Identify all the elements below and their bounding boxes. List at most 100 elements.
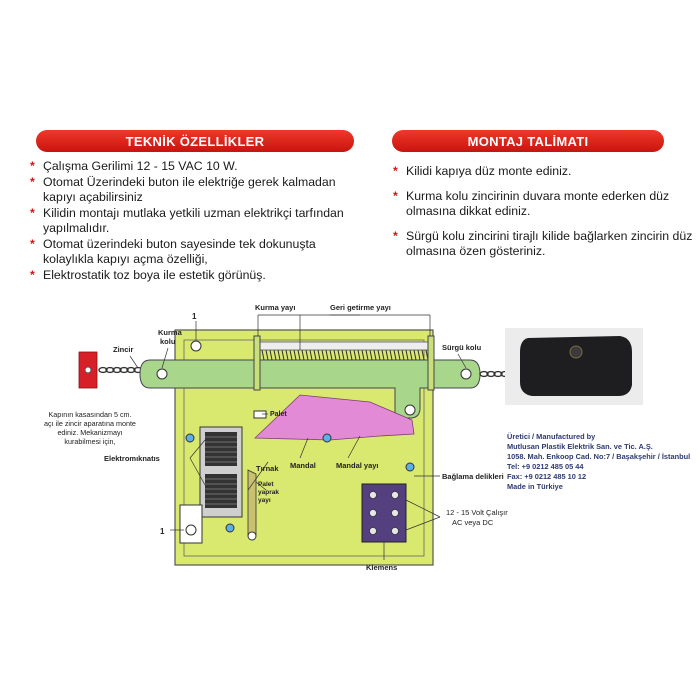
mounting-hole	[322, 433, 332, 443]
mounting-instructions-list: *Kilidi kapıya düz monte ediniz. *Kurma …	[393, 164, 693, 269]
manufacturer-line: Tel: +9 0212 485 05 44	[507, 462, 584, 471]
label-palet: Palet	[270, 411, 287, 418]
spring-coil	[301, 349, 305, 361]
bracket-hole	[84, 366, 92, 374]
spring-coil	[405, 349, 409, 361]
spring-coil	[345, 349, 349, 361]
asterisk-icon: *	[30, 268, 35, 282]
list-item: *Çalışma Gerilimi 12 - 15 VAC 10 W.	[30, 159, 238, 173]
spring-coil	[365, 349, 369, 361]
spring-coil	[297, 349, 301, 361]
list-item: *Kurma kolu zincirinin duvara monte eder…	[393, 189, 670, 218]
technical-specs-title: TEKNİK ÖZELLİKLER	[125, 133, 265, 149]
spring-coil	[321, 349, 325, 361]
terminal-block	[361, 483, 407, 543]
spring-coil	[397, 349, 401, 361]
label-volt-1: 12 - 15 Volt Çalışır	[446, 508, 508, 517]
list-item: *Otomat üzerindeki buton sayesinde tek d…	[30, 237, 316, 266]
spring-coil	[269, 349, 273, 361]
spring-coil	[401, 349, 405, 361]
spring-coil	[341, 349, 345, 361]
terminal-screws	[369, 491, 399, 535]
right-chain	[479, 370, 510, 378]
lever-pivot-3	[404, 404, 416, 416]
spring-coil	[277, 349, 281, 361]
manufacturer-line: Made in Türkiye	[507, 482, 563, 491]
spring-end-left	[253, 335, 261, 391]
list-item: *Otomat Üzerindeki buton ile elektriğe g…	[30, 175, 336, 204]
spring-coil	[273, 349, 277, 361]
spring-coil	[265, 349, 269, 361]
list-item: *Kilidi kapıya düz monte ediniz.	[393, 164, 572, 178]
manufacturer-line: Mutlusan Plastik Elektrik San. ve Tic. A…	[507, 442, 653, 451]
spring-coil	[421, 349, 425, 361]
spring-coil	[357, 349, 361, 361]
mounting-hole	[405, 462, 415, 472]
spring-coil	[369, 349, 373, 361]
lever-pivot	[156, 368, 168, 380]
label-surgu-kolu: Sürgü kolu	[442, 343, 482, 352]
spring-coil	[293, 349, 297, 361]
screw-hole	[185, 524, 197, 536]
label-geri-getirme-yayi: Geri getirme yayı	[330, 303, 391, 312]
manufacturer-info: Üretici / Manufactured by Mutlusan Plast…	[507, 432, 697, 492]
label-kurma-yayi: Kurma yayı	[255, 303, 295, 312]
manufacturer-line: 1058. Mah. Enkoop Cad. No:7 / Başakşehir…	[507, 452, 691, 461]
mounting-hole	[185, 433, 195, 443]
manufacturer-line: Üretici / Manufactured by	[507, 432, 596, 441]
list-item: *Elektrostatik toz boya ile estetik görü…	[30, 268, 266, 282]
spring-coil	[285, 349, 289, 361]
label-one-bottom: 1	[160, 527, 165, 536]
label-klemens: Klemens	[366, 563, 397, 572]
spring-coil	[289, 349, 293, 361]
label-tirnak: Tırnak	[256, 464, 279, 473]
screw-plate	[179, 504, 203, 544]
spring-end-right	[427, 335, 435, 391]
palet-leaf-spring	[247, 469, 257, 536]
label-volt-2: AC veya DC	[452, 518, 494, 527]
label-elektromiknatis: Elektromıknatıs	[104, 454, 160, 463]
technical-specs-banner: TEKNİK ÖZELLİKLER	[36, 130, 354, 152]
spring-coil	[349, 349, 353, 361]
asterisk-icon: *	[393, 229, 398, 243]
lock-mechanism-diagram: Kurma yayı Geri getirme yayı 1 Kurma kol…	[78, 303, 643, 572]
spring-coils	[261, 349, 429, 361]
asterisk-icon: *	[30, 159, 35, 173]
asterisk-icon: *	[393, 164, 398, 178]
mounting-instructions-banner: MONTAJ TALİMATI	[392, 130, 664, 152]
manufacturer-line: Fax: +9 0212 485 10 12	[507, 472, 587, 481]
latch-mandal	[254, 394, 415, 441]
lever-pivot-2	[460, 368, 472, 380]
asterisk-icon: *	[30, 237, 35, 251]
spring-coil	[413, 349, 417, 361]
spring-coil	[309, 349, 313, 361]
palet-part	[253, 410, 267, 419]
spring-coil	[281, 349, 285, 361]
list-item: *Kilidin montajı mutlaka yetkili uzman e…	[30, 206, 344, 235]
spring-coil	[313, 349, 317, 361]
spring-coil	[417, 349, 421, 361]
chain-mounting-caption: Kapının kasasından 5 cm. açı ile zincir …	[44, 410, 136, 446]
spring-coil	[377, 349, 381, 361]
top-screw-hole	[190, 340, 202, 352]
lever-bar	[139, 359, 481, 419]
asterisk-icon: *	[30, 206, 35, 220]
spring-coil	[373, 349, 377, 361]
lock-photo	[520, 336, 632, 396]
label-kurma-kolu-1: Kurma	[158, 328, 183, 337]
label-palet-yaprak-3: yayı	[258, 497, 271, 504]
spring-coil	[393, 349, 397, 361]
list-item: *Sürgü kolu zincirini tirajlı kilide bağ…	[393, 229, 693, 258]
label-baglama-delikleri: Bağlama delikleri	[442, 472, 504, 481]
spring-coil	[381, 349, 385, 361]
label-palet-yaprak-2: yaprak	[258, 489, 279, 496]
lock-photo-knob	[569, 345, 583, 359]
electromagnet	[199, 426, 243, 518]
spring-coil	[385, 349, 389, 361]
label-one-top: 1	[192, 312, 197, 321]
spring-coil	[333, 349, 337, 361]
mounting-hole	[225, 523, 235, 533]
spring-coil	[305, 349, 309, 361]
asterisk-icon: *	[393, 189, 398, 203]
spring-coil	[353, 349, 357, 361]
